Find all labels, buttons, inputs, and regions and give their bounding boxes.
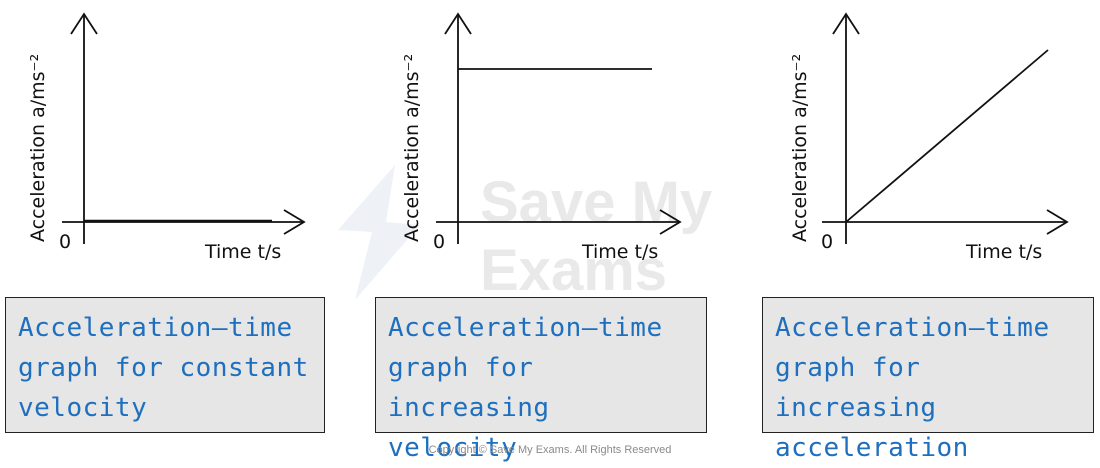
watermark-logo-icon: [338, 165, 420, 300]
origin-label: 0: [59, 231, 71, 253]
x-axis-arrow-icon: [1046, 209, 1069, 235]
origin-label: 0: [821, 231, 833, 253]
graph-constant-velocity: 0 Time t/s Acceleration a/ms⁻²: [27, 12, 306, 263]
caption-box-increasing-acceleration: Acceleration–time graph for increasing a…: [762, 297, 1094, 463]
origin-label: 0: [433, 231, 445, 253]
caption-text: Acceleration–time graph for increasing a…: [775, 313, 1050, 463]
x-axis-label: Time t/s: [204, 241, 281, 263]
watermark: Save My Exams: [338, 165, 712, 303]
y-axis-label: Acceleration a/ms⁻²: [27, 54, 49, 242]
copyright-notice: Copyright © Save My Exams. All Rights Re…: [428, 444, 672, 456]
x-axis-label: Time t/s: [965, 241, 1042, 263]
graph-increasing-acceleration: 0 Time t/s Acceleration a/ms⁻²: [789, 12, 1069, 263]
caption-text: Acceleration–time graph for constant vel…: [18, 313, 309, 423]
caption-text: Acceleration–time graph for increasing v…: [388, 313, 663, 463]
y-axis-arrow-icon: [444, 12, 472, 35]
acceleration-line: [845, 49, 1049, 223]
x-axis-label: Time t/s: [581, 241, 658, 263]
y-axis-label: Acceleration a/ms⁻²: [789, 54, 811, 242]
watermark-line2: Exams: [480, 238, 667, 303]
y-axis-arrow-icon: [70, 12, 98, 35]
x-axis-arrow-icon: [659, 209, 682, 235]
caption-box-constant-velocity: Acceleration–time graph for constant vel…: [5, 297, 325, 433]
y-axis-label: Acceleration a/ms⁻²: [401, 54, 423, 242]
watermark-line1: Save My: [480, 170, 712, 235]
y-axis-arrow-icon: [832, 12, 860, 35]
x-axis-arrow-icon: [283, 209, 306, 235]
graph-increasing-velocity: 0 Time t/s Acceleration a/ms⁻²: [401, 12, 682, 263]
caption-box-increasing-velocity: Acceleration–time graph for increasing v…: [375, 297, 707, 463]
